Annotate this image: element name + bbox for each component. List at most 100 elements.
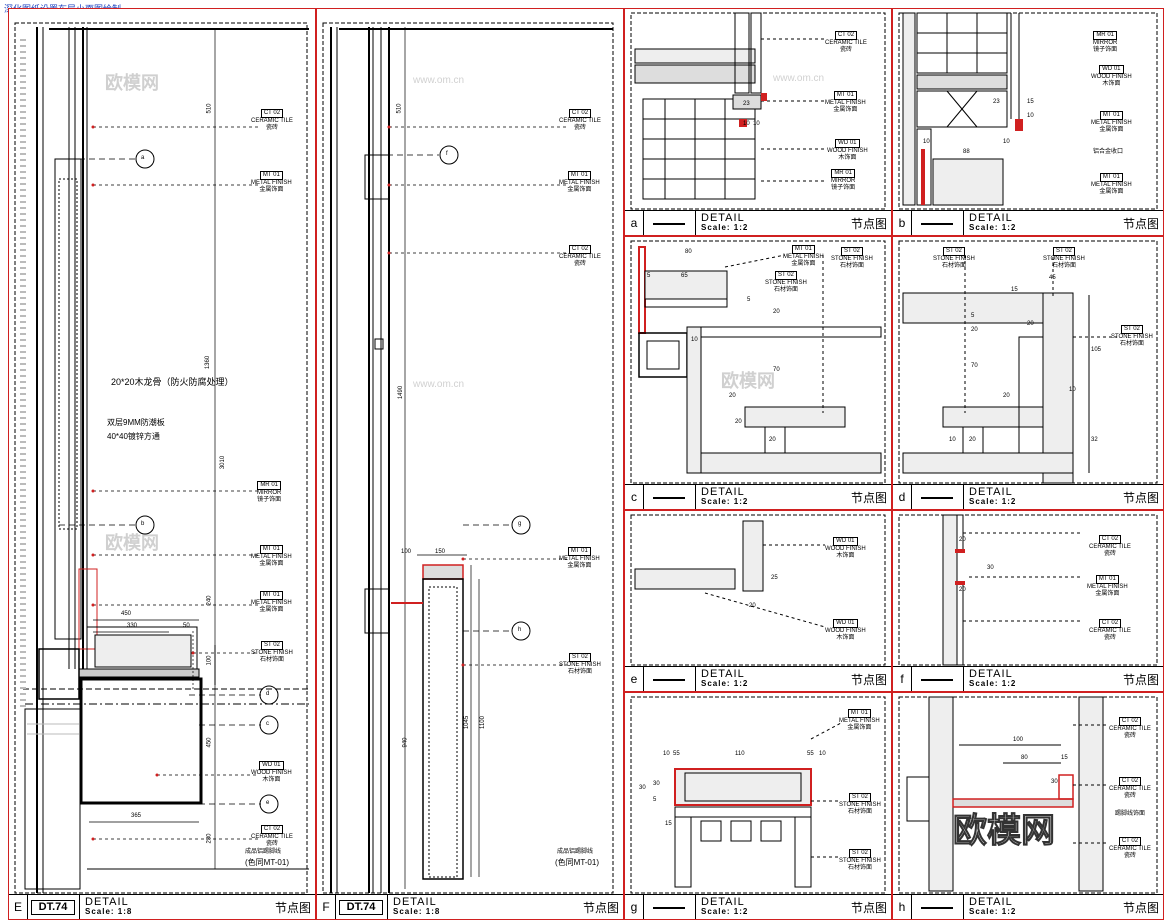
sheet-title: DETAIL <box>701 668 745 680</box>
note-h-skirting: 踢脚线饰面 <box>1115 811 1146 817</box>
callout-g: g <box>518 521 522 527</box>
sheet-title: DETAIL <box>969 896 1013 908</box>
sheet-letter: h <box>893 895 912 919</box>
dim-a-10b: 10 <box>753 121 760 127</box>
sheet-code <box>911 895 964 919</box>
dim-g-30: 30 <box>639 785 646 791</box>
sheet-code <box>643 211 696 235</box>
sheet-letter: b <box>893 211 912 235</box>
detail-g-drawing <box>630 696 886 894</box>
sheet-scale: Scale: 1:8 <box>85 907 133 916</box>
title-block-f: F DT.74 DETAIL Scale: 1:8 节点图 <box>317 894 623 919</box>
sheet-cn-title: 节点图 <box>1122 901 1159 915</box>
title-block-e-detail: e DETAIL Scale: 1:2 节点图 <box>625 666 891 691</box>
dim-c-20: 20 <box>773 309 780 315</box>
sheet-f: f g h 510 1490 940 1045 1100 100 150 成品铝… <box>316 8 624 920</box>
dim-d-10: 10 <box>1069 387 1076 393</box>
title-block-d: d DETAIL Scale: 1:2 节点图 <box>893 484 1163 509</box>
dim-e-450: 450 <box>121 611 132 617</box>
dim-e-100: 100 <box>206 655 213 666</box>
dim-f-1045: 1045 <box>464 715 471 730</box>
dim-d-20d: 20 <box>969 437 976 443</box>
sheet-title: DETAIL <box>701 212 745 224</box>
sheet-scale: Scale: 1:2 <box>701 497 749 506</box>
dim-g-30b: 30 <box>653 781 660 787</box>
callout-d: d <box>266 691 270 697</box>
title-block-f-detail: f DETAIL Scale: 1:2 节点图 <box>893 666 1163 691</box>
sheet-cn-title: 节点图 <box>850 491 887 505</box>
sheet-letter: a <box>625 211 644 235</box>
dim-a-10: 10 <box>743 121 750 127</box>
detail-d-drawing <box>898 240 1158 484</box>
sheet-e-drawing <box>14 22 309 894</box>
note-e-color: (色同MT-01) <box>245 858 289 867</box>
dim-f-detail-20: 20 <box>959 537 966 543</box>
dim-f-1490: 1490 <box>398 385 405 400</box>
dim-g-55b: 55 <box>807 751 814 757</box>
title-block-c: c DETAIL Scale: 1:2 节点图 <box>625 484 891 509</box>
dim-b-88: 88 <box>963 149 970 155</box>
sheet-cn-title: 节点图 <box>850 901 887 915</box>
sheet-title: DETAIL <box>701 896 745 908</box>
dim-e-240: 240 <box>206 595 213 606</box>
note-e-skirting: 成品铝踢脚线 <box>245 849 282 855</box>
dim-f-510: 510 <box>396 103 403 114</box>
dim-c-20b: 20 <box>729 393 736 399</box>
dim-b-10b: 10 <box>923 139 930 145</box>
detail-e-drawing <box>630 514 886 666</box>
note-f-skirting: 成品铝踢脚线 <box>557 849 594 855</box>
dim-d-5: 5 <box>971 313 975 319</box>
dim-e-230: 230 <box>206 833 213 844</box>
sheet-code <box>911 667 964 691</box>
dim-b-15: 15 <box>1027 99 1034 105</box>
dim-d-70: 70 <box>971 363 978 369</box>
sheet-scale: Scale: 1:2 <box>969 223 1017 232</box>
title-block-h: h DETAIL Scale: 1:2 节点图 <box>893 894 1163 919</box>
sheet-letter: c <box>625 485 644 509</box>
dim-b-10c: 10 <box>1003 139 1010 145</box>
dim-e-1360: 1360 <box>205 355 212 370</box>
title-block-b: b DETAIL Scale: 1:2 节点图 <box>893 210 1163 235</box>
dim-h-15: 15 <box>1061 755 1068 761</box>
sheet-scale: Scale: 1:2 <box>701 907 749 916</box>
sheet-title: DETAIL <box>969 668 1013 680</box>
title-block-g: g DETAIL Scale: 1:2 节点图 <box>625 894 891 919</box>
note-f-color: (色同MT-01) <box>555 858 599 867</box>
dim-d-32: 32 <box>1091 437 1098 443</box>
sheet-title: DETAIL <box>701 486 745 498</box>
dim-d-20b: 20 <box>1027 321 1034 327</box>
dim-e-450v: 450 <box>206 737 213 748</box>
detail-a-drawing <box>630 12 886 210</box>
callout-a: a <box>141 155 145 161</box>
dim-b-10: 10 <box>1027 113 1034 119</box>
sheet-code <box>911 485 964 509</box>
callout-f: f <box>446 151 448 157</box>
dim-g-5: 5 <box>653 797 657 803</box>
sheet-letter: f <box>893 667 912 691</box>
dim-g-110: 110 <box>735 751 745 757</box>
sheet-e: a b d c e 510 1360 3010 240 100 450 230 … <box>8 8 316 920</box>
sheet-f-drawing <box>322 22 614 894</box>
note-e-wood-frame: 20*20木龙骨（防火防腐处理） <box>111 377 234 387</box>
sheet-cn-title: 节点图 <box>1122 217 1159 231</box>
sheet-cn-title: 节点图 <box>1122 673 1159 687</box>
